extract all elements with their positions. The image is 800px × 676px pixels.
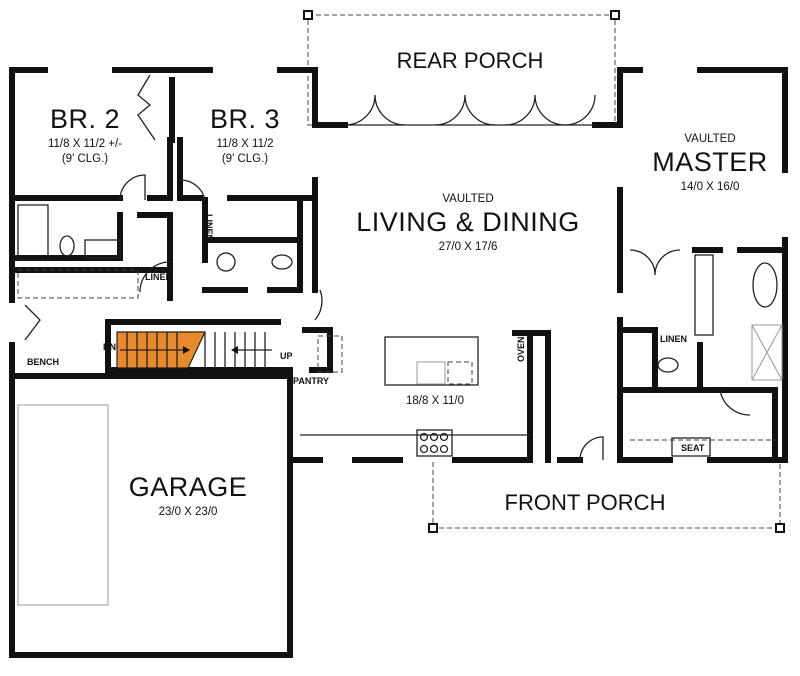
front-porch: FRONT PORCH [428,462,785,533]
pantry-label: PANTRY [293,376,329,386]
cooktop [416,429,453,457]
br2-ceiling: (9' CLG.) [62,153,108,165]
bathtub [17,204,49,261]
br2-label: BR. 2 [50,104,120,134]
bathtub [752,262,778,308]
shower [751,324,783,381]
br3-label: BR. 3 [210,104,280,134]
kitchen-island [384,336,479,386]
master-size: 14/0 X 16/0 [681,181,740,193]
staircase[interactable] [116,331,272,369]
walls [9,67,788,658]
linen-bath-label: LINEN [204,214,214,241]
garage-size: 23/0 X 23/0 [159,506,218,518]
porch-post [610,10,620,20]
stair-down-label: DN [103,342,116,352]
front-porch-label: FRONT PORCH [505,490,666,515]
br3-size: 11/8 X 11/2 [216,138,273,150]
br3-ceiling: (9' CLG.) [222,153,268,165]
sink [216,252,236,272]
seat-label: SEAT [681,443,705,453]
linen-master-label: LINEN [660,334,687,344]
rear-doors[interactable] [344,94,596,126]
porch-post [303,10,313,20]
master-vaulted-note: VAULTED [684,133,735,145]
garage: GARAGE 23/0 X 23/0 [17,404,248,606]
linen-hall-label: LINEN [145,272,172,282]
rear-porch-label: REAR PORCH [397,48,544,73]
toilet [271,254,293,270]
vanity [84,239,121,259]
master-label: MASTER [652,147,768,177]
living-dining-size: 27/0 X 17/6 [439,241,498,253]
bench-label: BENCH [27,357,59,367]
stair-up-label: UP [280,351,293,361]
toilet [59,235,75,257]
kitchen-size: 18/8 X 11/0 [406,395,464,407]
living-dining-label: LIVING & DINING [356,207,580,237]
ovens-label: OVENS [516,330,526,362]
garage-label: GARAGE [129,472,248,502]
living-vaulted-note: VAULTED [442,193,493,205]
br2-size: 11/8 X 11/2 +/- [48,138,122,150]
fixtures [17,74,783,461]
